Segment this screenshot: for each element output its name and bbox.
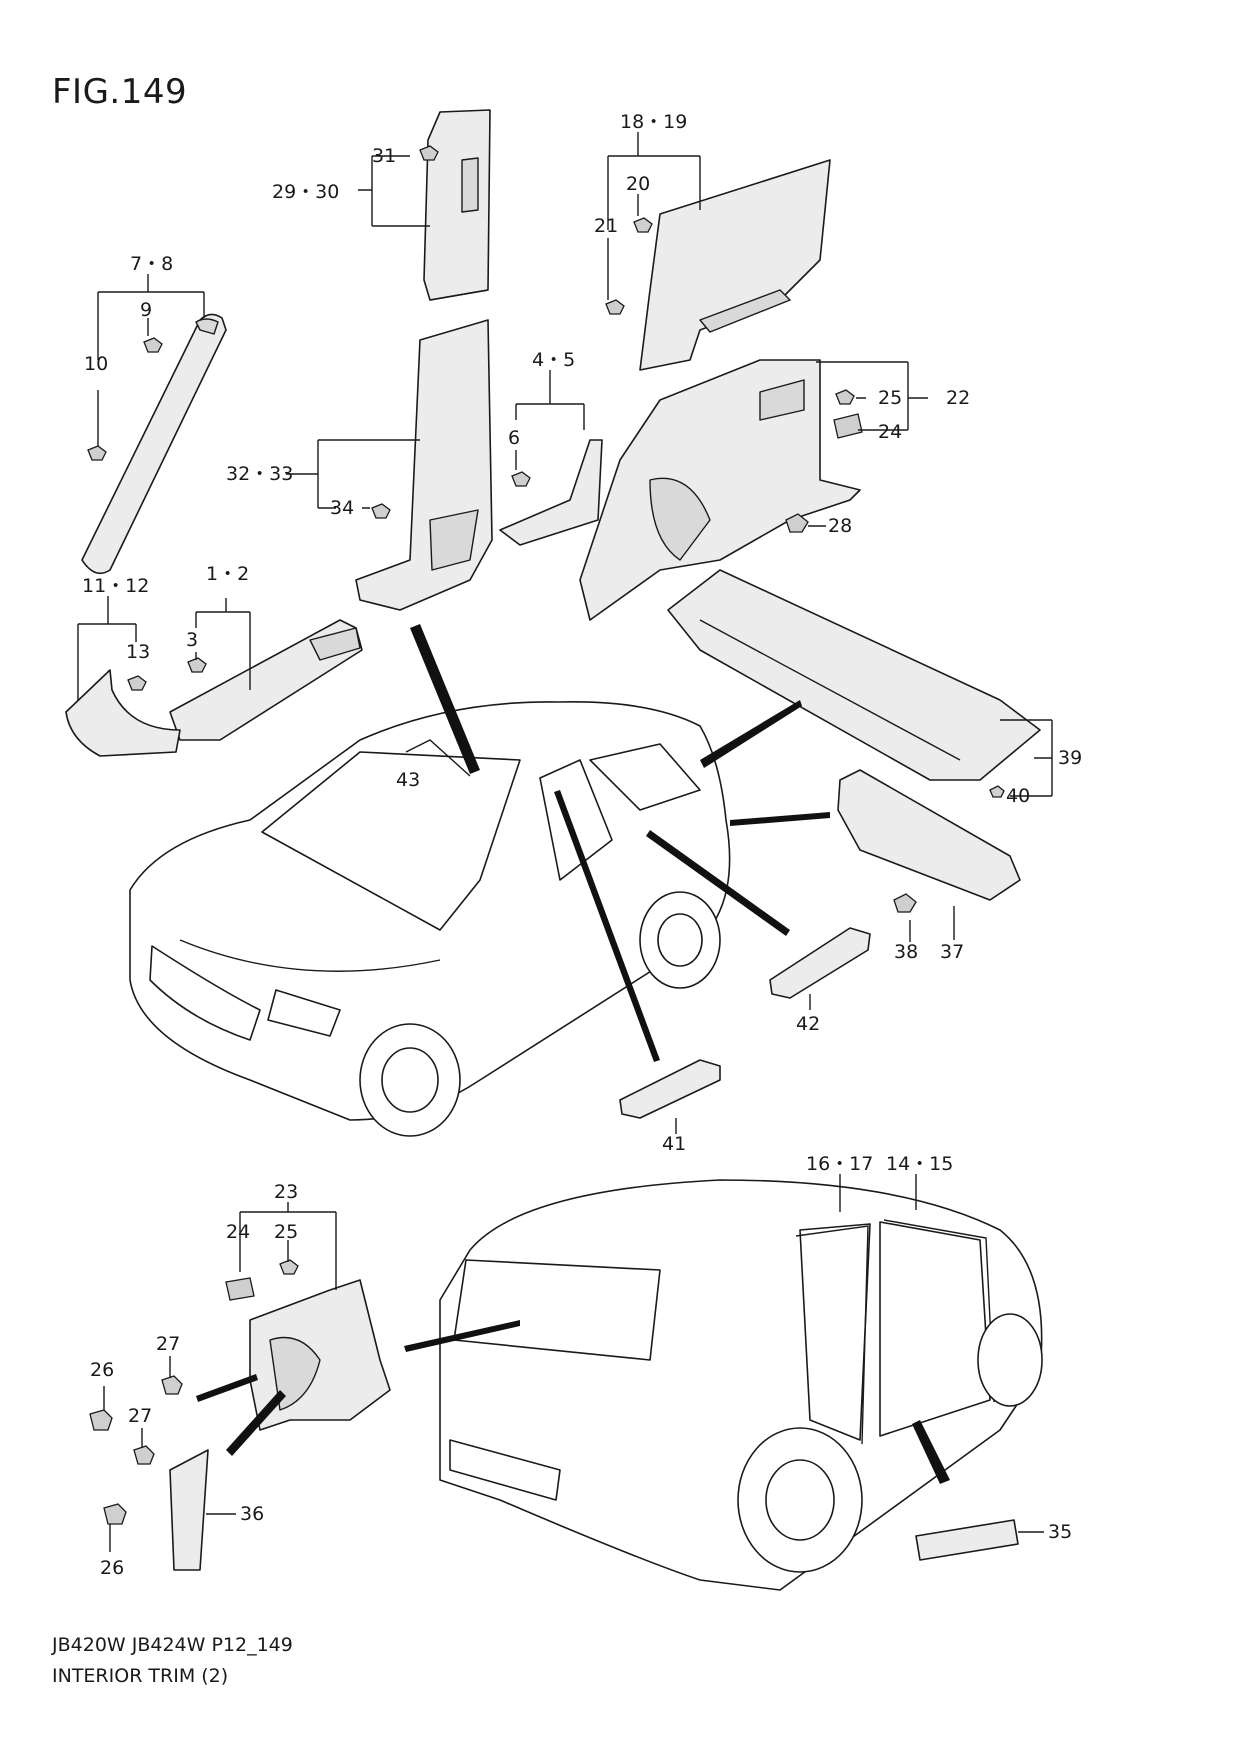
clip-21 [605, 299, 625, 315]
assist-grip-41 [619, 1059, 721, 1119]
leader-lines [77, 132, 1053, 1552]
label-7-8: 7・8 [130, 253, 173, 275]
upper-quarter-trim [639, 159, 831, 371]
label-23: 23 [274, 1181, 298, 1203]
front-door-sill-scuff [169, 619, 363, 741]
model-codes: JB420W JB424W P12_149 [52, 1634, 293, 1656]
clip-26a [89, 1409, 113, 1431]
label-9: 9 [140, 299, 152, 321]
assist-grip-42 [769, 927, 871, 999]
clip-10 [87, 445, 107, 461]
jack-cover-36 [169, 1449, 209, 1571]
clip-27b [133, 1445, 155, 1465]
label-35: 35 [1048, 1521, 1072, 1543]
clip-40 [989, 785, 1005, 798]
clip-3 [187, 657, 207, 673]
label-24-top: 24 [878, 421, 902, 443]
label-1-2: 1・2 [206, 563, 249, 585]
label-22: 22 [946, 387, 970, 409]
clip-25b [279, 1259, 299, 1275]
clip-9 [143, 337, 163, 353]
callout-labels: 31 29・30 18・19 20 21 7・8 9 10 4・5 6 25 2… [82, 111, 1082, 1579]
clip-26b [103, 1503, 127, 1525]
label-6: 6 [508, 427, 520, 449]
figure-caption: INTERIOR TRIM (2) [52, 1665, 229, 1687]
clip-6 [511, 471, 531, 487]
label-25-top: 25 [878, 387, 902, 409]
label-38: 38 [894, 941, 918, 963]
label-27-top: 27 [156, 1333, 180, 1355]
label-14-15: 14・15 [886, 1153, 953, 1175]
cover-24 [833, 413, 863, 439]
rear-door-sill-scuff [499, 439, 603, 546]
label-11-12: 11・12 [82, 575, 149, 597]
label-34: 34 [330, 497, 354, 519]
label-25-bottom: 25 [274, 1221, 298, 1243]
label-36: 36 [240, 1503, 264, 1525]
label-13: 13 [126, 641, 150, 663]
label-21: 21 [594, 215, 618, 237]
label-18-19: 18・19 [620, 111, 687, 133]
label-16-17: 16・17 [806, 1153, 873, 1175]
front-kick-panel [65, 669, 181, 757]
clip-27a [161, 1375, 183, 1395]
vehicle-front-view [129, 701, 731, 1137]
label-28: 28 [828, 515, 852, 537]
label-4-5: 4・5 [532, 349, 575, 371]
rear-end-trim [837, 769, 1021, 901]
label-31: 31 [372, 145, 396, 167]
label-29-30: 29・30 [272, 181, 339, 203]
label-37: 37 [940, 941, 964, 963]
figure-title: FIG.149 [52, 72, 188, 112]
clip-25 [835, 389, 855, 405]
label-10: 10 [84, 353, 108, 375]
label-24-bottom: 24 [226, 1221, 250, 1243]
label-27-bottom: 27 [128, 1405, 152, 1427]
label-43: 43 [396, 769, 420, 791]
upper-center-pillar-garnish [423, 109, 491, 301]
label-20: 20 [626, 173, 650, 195]
label-40: 40 [1006, 785, 1030, 807]
pointer-wedges [196, 624, 950, 1484]
label-41: 41 [662, 1133, 686, 1155]
label-3: 3 [186, 629, 198, 651]
cover-24b [225, 1277, 255, 1301]
label-32-33: 32・33 [226, 463, 293, 485]
clip-20 [633, 217, 653, 233]
clip-13 [127, 675, 147, 691]
luggage-floor-board [667, 569, 1041, 781]
clip-38 [893, 893, 917, 913]
label-26-top: 26 [90, 1359, 114, 1381]
clip-31 [419, 145, 439, 161]
label-39: 39 [1058, 747, 1082, 769]
rear-wheelhouse-trim [249, 1279, 391, 1431]
clip-28 [785, 513, 809, 533]
sill-plate-35 [915, 1519, 1019, 1561]
lower-center-pillar-trim [355, 319, 493, 611]
clip-34 [371, 503, 391, 519]
label-42: 42 [796, 1013, 820, 1035]
label-26-bottom: 26 [100, 1557, 124, 1579]
vehicle-rear-view [439, 1179, 1043, 1591]
